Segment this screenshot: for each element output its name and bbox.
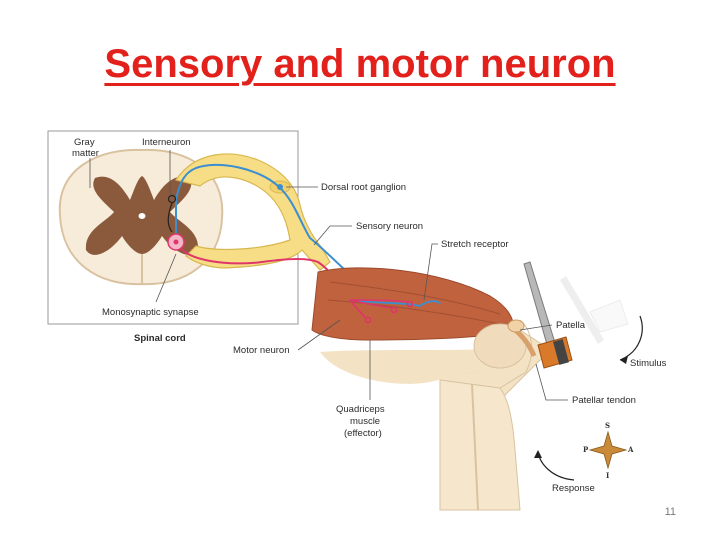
- label-monosynaptic-synapse: Monosynaptic synapse: [102, 307, 199, 318]
- interneuron-synapse: [167, 194, 177, 233]
- label-gray-matter-2: matter: [72, 148, 99, 159]
- label-quadriceps-2: muscle: [350, 416, 380, 427]
- label-patella: Patella: [556, 320, 586, 331]
- patella-and-tendon: [507, 319, 537, 357]
- response-arrow: [537, 451, 575, 481]
- label-gray-matter: Gray: [74, 137, 95, 148]
- label-quadriceps-3: (effector): [344, 428, 382, 439]
- label-spinal-cord: Spinal cord: [134, 333, 186, 344]
- label-stretch-receptor: Stretch receptor: [441, 239, 509, 250]
- reflex-hammer: [523, 261, 573, 369]
- label-response: Response: [552, 483, 595, 494]
- leader-lines: [89, 150, 568, 401]
- stretch-receptor-ending: [349, 299, 441, 307]
- slide-number: 11: [664, 506, 676, 518]
- label-motor-neuron: Motor neuron: [233, 345, 290, 356]
- label-patellar-tendon: Patellar tendon: [572, 395, 636, 406]
- slide-title: Sensory and motor neuron: [104, 42, 616, 86]
- orientation-compass: S P A I: [583, 421, 634, 480]
- svg-text:P: P: [583, 445, 589, 454]
- label-stimulus: Stimulus: [630, 358, 667, 369]
- svg-text:I: I: [606, 471, 609, 480]
- svg-text:A: A: [627, 445, 634, 454]
- dorsal-root-ganglion-cell: [277, 184, 283, 190]
- hammer-motion-ghost: [560, 276, 629, 344]
- label-sensory-neuron: Sensory neuron: [356, 221, 423, 232]
- label-quadriceps: Quadriceps: [336, 404, 385, 415]
- motor-endplates: [349, 299, 414, 324]
- label-interneuron: Interneuron: [142, 137, 191, 148]
- svg-text:S: S: [605, 421, 610, 430]
- label-dorsal-root-ganglion: Dorsal root ganglion: [321, 182, 406, 193]
- stimulus-arrow: [619, 315, 643, 361]
